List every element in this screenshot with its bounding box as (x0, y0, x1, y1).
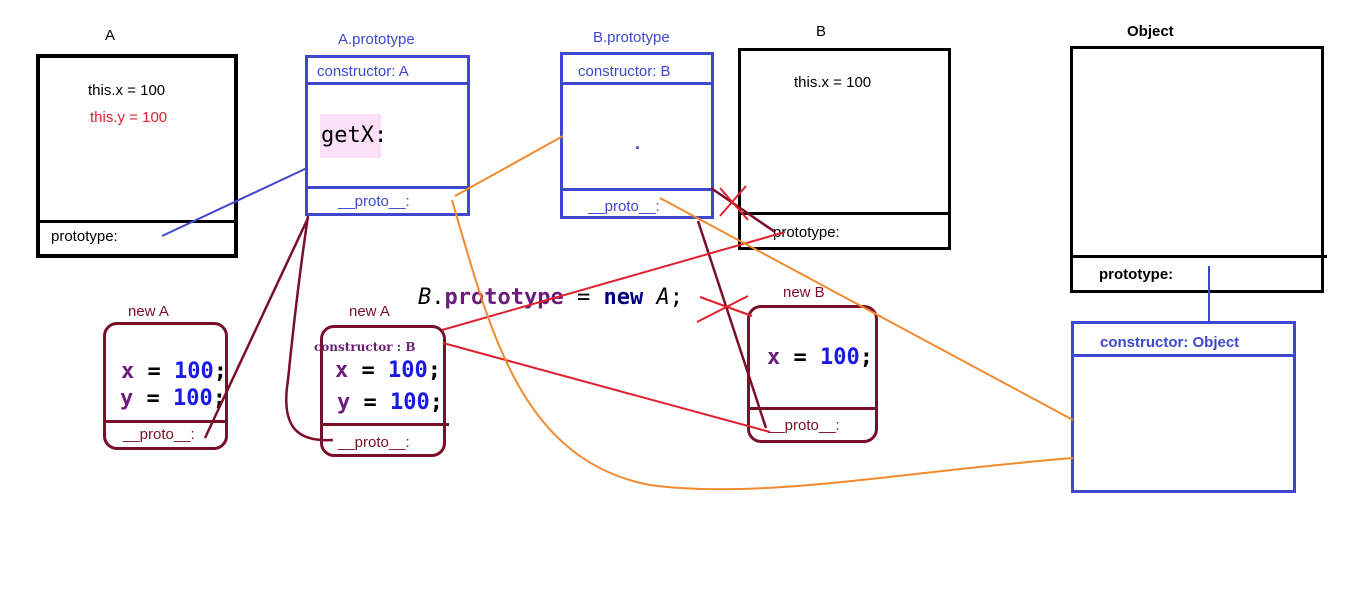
statement-dot: . (431, 285, 445, 310)
new-a1-x-val: 100 (174, 359, 214, 384)
new-a1-x-eq: = (134, 359, 174, 384)
b-divider (741, 212, 951, 215)
new-b-title: new B (783, 284, 825, 301)
a-line-y: this.y = 100 (90, 109, 168, 126)
new-b-divider (750, 407, 875, 410)
new-b-x: x (767, 345, 781, 370)
a-prototype-title: A.prototype (338, 31, 415, 48)
new-a1-box: x = 100; y = 100; __proto__: (103, 322, 228, 450)
a-prototype-box: constructor: A getX: __proto__: (305, 55, 470, 216)
new-a1-y-eq: = (133, 386, 173, 411)
statement-semi: ; (669, 285, 683, 310)
statement-ctor: A (656, 285, 670, 310)
object-prototype-box: constructor: Object (1071, 321, 1296, 493)
new-a2-y-semi: ; (429, 390, 443, 415)
a-prototype-divider-bottom (308, 186, 467, 189)
new-a2-y-eq: = (350, 390, 390, 415)
b-prototype-proto: __proto__: (588, 198, 660, 215)
new-b-x-val: 100 (820, 345, 860, 370)
new-a2-x-semi: ; (427, 358, 441, 383)
a-divider (40, 220, 234, 223)
getx-highlight (320, 114, 381, 158)
new-a2-x-val: 100 (388, 358, 428, 383)
new-a2-proto: __proto__: (338, 434, 410, 451)
new-a1-proto: __proto__: (123, 426, 195, 443)
a-prototype-label: prototype: (51, 228, 118, 245)
new-a1-divider (106, 420, 225, 423)
new-b-x-eq: = (780, 345, 820, 370)
b-prototype-label: prototype: (773, 224, 840, 241)
new-a1-y-val: 100 (173, 386, 213, 411)
new-a1-x-line: x = 100; (121, 359, 227, 384)
new-a2-x: x (335, 358, 349, 383)
new-a2-y: y (337, 390, 351, 415)
object-title: Object (1127, 23, 1174, 40)
statement-eq: = (563, 285, 604, 310)
new-a2-divider (323, 423, 449, 426)
b-box: this.x = 100 prototype: (738, 48, 951, 250)
new-b-box: x = 100; __proto__: (747, 305, 878, 443)
line-new-b-proto-to-new-a2 (442, 342, 771, 433)
new-a2-box: constructor : B x = 100; y = 100; __prot… (314, 325, 449, 457)
new-a2-title: new A (349, 303, 390, 320)
object-prototype-label: prototype: (1099, 266, 1174, 283)
a-line-x: this.x = 100 (88, 82, 166, 99)
object-box: prototype: (1070, 46, 1327, 293)
a-prototype-proto: __proto__: (338, 193, 410, 210)
a-box: this.x = 100 this.y = 100 prototype: (36, 54, 238, 258)
new-a2-y-line: y = 100; (337, 390, 443, 415)
new-a1-y: y (120, 386, 134, 411)
b-prototype-constructor: constructor: B (578, 63, 671, 80)
b-line-x: this.x = 100 (794, 74, 872, 91)
new-b-x-line: x = 100; (767, 345, 873, 370)
new-a2-y-val: 100 (390, 390, 430, 415)
object-prototype-constructor: constructor: Object (1100, 334, 1240, 351)
new-b-proto: __proto__: (768, 417, 840, 434)
a-title: A (105, 27, 116, 44)
line-a-prototype-proto-to-b-prototype (454, 135, 564, 197)
a-prototype-divider-top (308, 82, 467, 85)
statement-space (643, 285, 656, 310)
new-a2-constructor: constructor : B (314, 340, 416, 354)
new-a1-title: new A (128, 303, 169, 320)
b-prototype-divider-bottom (563, 188, 711, 191)
new-b-x-semi: ; (859, 345, 873, 370)
x-mark-2a (699, 296, 753, 317)
object-divider (1073, 255, 1327, 258)
new-a1-y-semi: ; (212, 386, 226, 411)
new-a2-x-line: x = 100; (335, 358, 441, 383)
statement-kw: new (603, 285, 644, 310)
statement-obj: B (418, 285, 432, 310)
b-title: B (816, 23, 827, 40)
statement-prop: prototype (444, 285, 564, 310)
new-a1-y-line: y = 100; (120, 386, 226, 411)
getx-method: getX: (321, 123, 388, 148)
x-mark-2b (696, 295, 749, 323)
b-prototype-box: constructor: B . __proto__: (560, 52, 714, 219)
new-a1-x: x (121, 359, 135, 384)
new-a2-x-eq: = (348, 358, 388, 383)
line-b-prototype-to-new-a2 (441, 231, 786, 331)
new-a1-x-semi: ; (213, 359, 227, 384)
b-prototype-title: B.prototype (593, 29, 670, 46)
b-prototype-divider-top (563, 82, 711, 85)
b-prototype-dot: . (635, 133, 641, 153)
a-prototype-constructor: constructor: A (317, 63, 409, 80)
object-prototype-divider (1074, 354, 1293, 357)
statement-code: B.prototype = new A; (418, 285, 683, 310)
